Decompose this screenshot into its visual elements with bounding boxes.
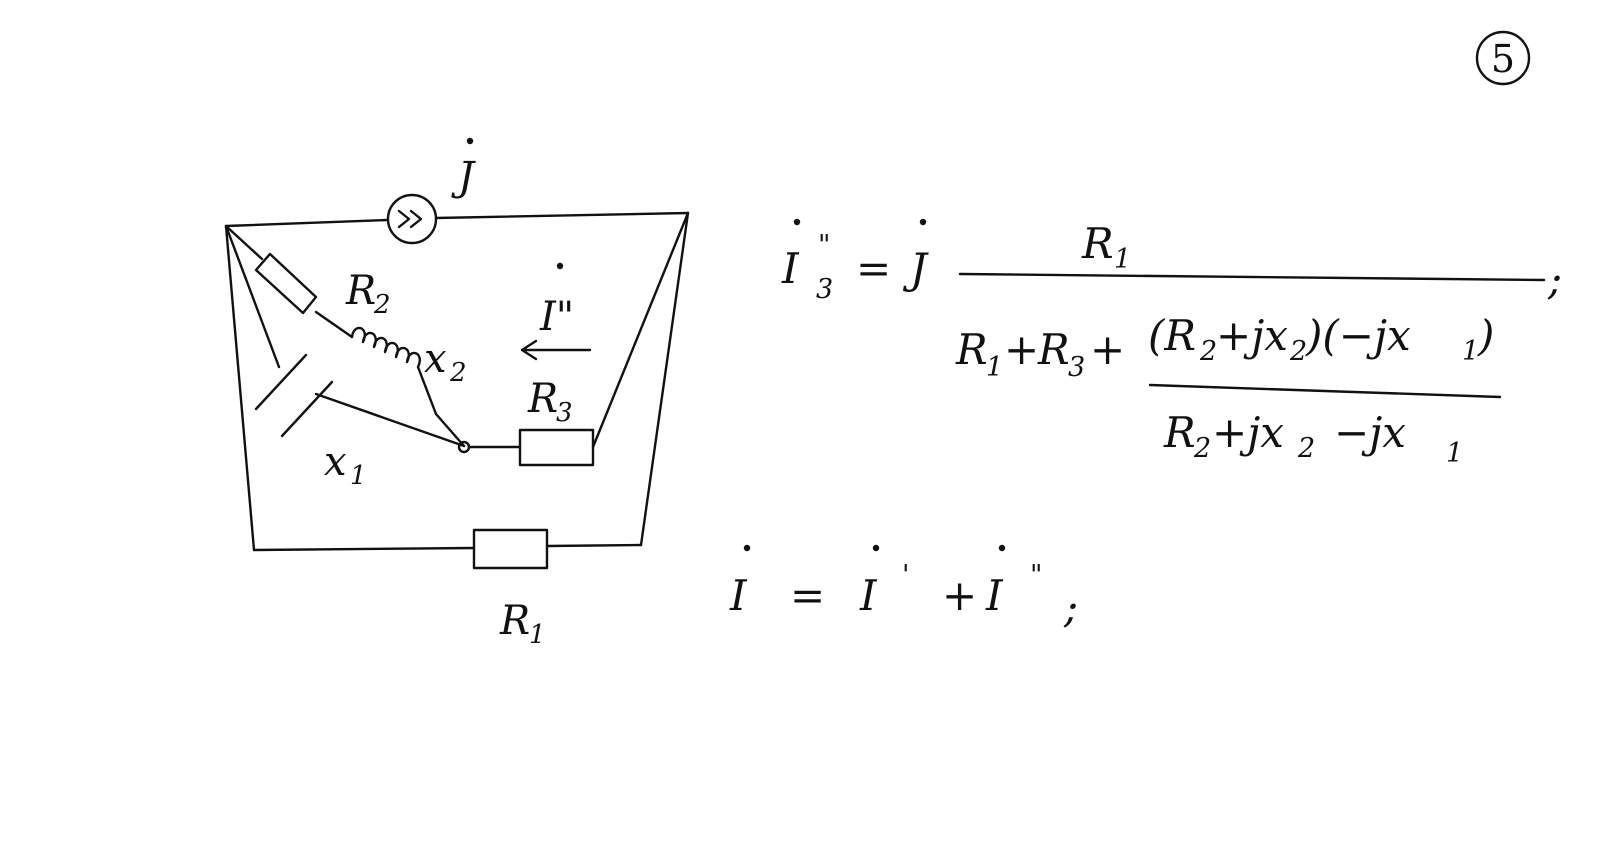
current-source-circle [386, 193, 438, 245]
current-indicator: I" [520, 262, 592, 361]
main-fraction-bar [958, 272, 1546, 282]
formula-1-lhs: I [781, 244, 800, 293]
formula-2-plus: + [942, 571, 977, 620]
source-phasor-dot [466, 137, 474, 145]
term-1-phasor-dot [872, 544, 880, 552]
lhs-phasor-dot [793, 218, 801, 226]
x2-subscript: 2 [449, 358, 467, 388]
wire-left [224, 224, 256, 552]
inner-fraction-bar [1148, 383, 1502, 399]
inner-numerator-part-2-subscript: 2 [1289, 336, 1307, 367]
wire-bottom-right [545, 543, 643, 548]
r2-label: R [345, 268, 376, 314]
formula-1-numerator-subscript: 1 [1114, 244, 1131, 275]
r1-label: R [499, 598, 530, 644]
formula-1-lhs-superscript: " [818, 230, 830, 261]
inner-numerator-part-2: +jx [1216, 311, 1288, 360]
formula-2-equals: = [790, 571, 825, 620]
wire-top-left [224, 218, 390, 228]
formula-2-term-2-superscript: " [1030, 560, 1042, 591]
inner-denominator-r2-subscript: 2 [1193, 433, 1211, 464]
formula-2-terminator: ; [1063, 583, 1078, 632]
formula-2-term-1: I [859, 571, 878, 620]
total-phasor-dot [743, 544, 751, 552]
current-source: J [386, 137, 476, 245]
wire-x2-to-node [434, 412, 466, 448]
denominator-plus-2: + [1090, 325, 1125, 374]
capacitor-x1-plate-2 [280, 380, 334, 438]
current-source-arrow-icon [397, 209, 423, 229]
current-direction-arrow-icon [520, 339, 592, 361]
r3-subscript: 3 [556, 398, 573, 428]
resistor-r3 [518, 428, 595, 467]
denominator-r1-subscript: 1 [986, 352, 1003, 383]
formula-1-factor: J [902, 244, 929, 293]
formula-2-lhs: I [729, 571, 748, 620]
wire-x1-out [314, 392, 466, 448]
inner-numerator-part-3-subscript: 1 [1462, 336, 1479, 367]
formula-2-term-2: I [985, 571, 1004, 620]
x1-subscript: 1 [350, 461, 367, 491]
formula-1-lhs-subscript: 3 [816, 274, 833, 305]
inner-numerator-part-1: (R [1148, 311, 1196, 360]
factor-phasor-dot [919, 218, 927, 226]
formula-1-terminator: ; [1547, 255, 1562, 304]
inductor-x2 [350, 326, 438, 416]
wire-r2-out [314, 310, 354, 339]
resistor-r2 [254, 252, 318, 315]
r3-label: R [527, 376, 558, 422]
denominator-r1: R [955, 325, 988, 374]
term-2-phasor-dot [998, 544, 1006, 552]
inner-denominator-jx1-subscript: 1 [1446, 438, 1463, 469]
wire-r3-to-right [591, 211, 690, 449]
wire-r2-in [224, 224, 264, 261]
wire-top-right [434, 211, 690, 220]
inner-numerator-part-4: ) [1477, 311, 1494, 360]
r2-subscript: 2 [373, 290, 391, 320]
page-number: 5 [1475, 30, 1531, 86]
page-number-text: 5 [1491, 37, 1515, 81]
source-label: J [451, 154, 476, 200]
wire-bottom-left [252, 546, 476, 552]
current-label: I" [539, 294, 574, 340]
denominator-r3-subscript: 3 [1068, 352, 1085, 383]
r1-subscript: 1 [529, 620, 546, 650]
inner-denominator-jx2: +jx [1212, 408, 1284, 457]
x1-label: x [324, 439, 347, 485]
current-phasor-dot [556, 262, 564, 270]
formula-1-equals: = [856, 244, 891, 293]
resistor-r1 [472, 528, 549, 570]
formula-total-current: I = I ' + I " ; [729, 544, 1078, 632]
page-number-circle [1475, 30, 1531, 86]
inner-numerator-part-1-subscript: 2 [1199, 336, 1217, 367]
x2-label: x [424, 336, 447, 382]
capacitor-x1-plate-1 [254, 353, 308, 411]
inner-numerator-part-3: )(−jx [1305, 311, 1411, 360]
inner-denominator-jx2-subscript: 2 [1297, 433, 1315, 464]
circuit-diagram: J R 2 x 2 x 1 R 3 I" R 1 [224, 137, 690, 650]
formula-1-numerator: R [1081, 219, 1114, 268]
wire-right-outer [639, 211, 690, 547]
wire-x1-in [224, 224, 281, 369]
formula-2-term-1-superscript: ' [902, 560, 909, 591]
inner-denominator-r2: R [1163, 408, 1196, 457]
denominator-plus-1: + [1004, 325, 1039, 374]
inner-denominator-jx1: −jx [1334, 408, 1406, 457]
denominator-r3: R [1037, 325, 1070, 374]
formula-i3-current-divider: I 3 " = J R 1 ; R 1 + R 3 + (R 2 +jx 2 )… [781, 218, 1562, 469]
